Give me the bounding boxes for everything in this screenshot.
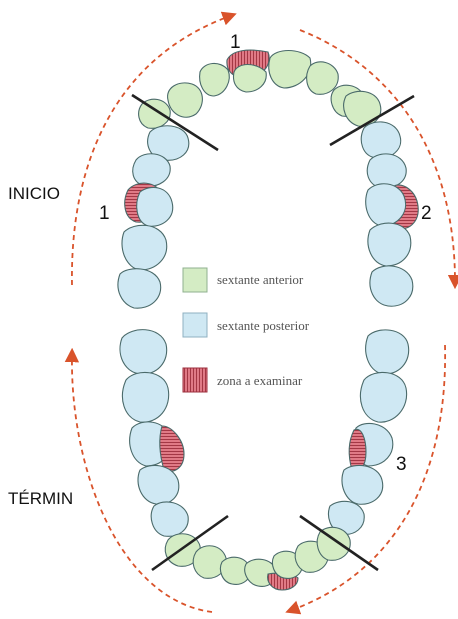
number-3: 3 [396,454,407,475]
legend-label-anterior: sextante anterior [217,272,304,287]
legend-swatch-anterior [183,268,207,292]
upper-arch [118,50,418,308]
upper-left-posterior-teeth [118,126,189,308]
legend-label-exam: zona a examinar [217,373,303,388]
upper-anterior-teeth [139,50,381,128]
label-termino: TÉRMIN [8,489,73,508]
label-inicio: INICIO [8,184,60,203]
number-2: 2 [421,203,432,224]
legend-label-posterior: sextante posterior [217,318,310,333]
legend-swatch-exam [183,368,207,392]
lower-arch [120,330,409,590]
number-1-top: 1 [230,32,241,53]
upper-right-posterior-teeth [361,122,418,306]
lower-right-posterior-teeth [329,330,409,534]
number-1-left: 1 [99,203,110,224]
lower-left-posterior-teeth [120,330,188,537]
legend: sextante anterior sextante posterior zon… [183,268,310,392]
legend-swatch-posterior [183,313,207,337]
lower-anterior-teeth [165,527,350,590]
